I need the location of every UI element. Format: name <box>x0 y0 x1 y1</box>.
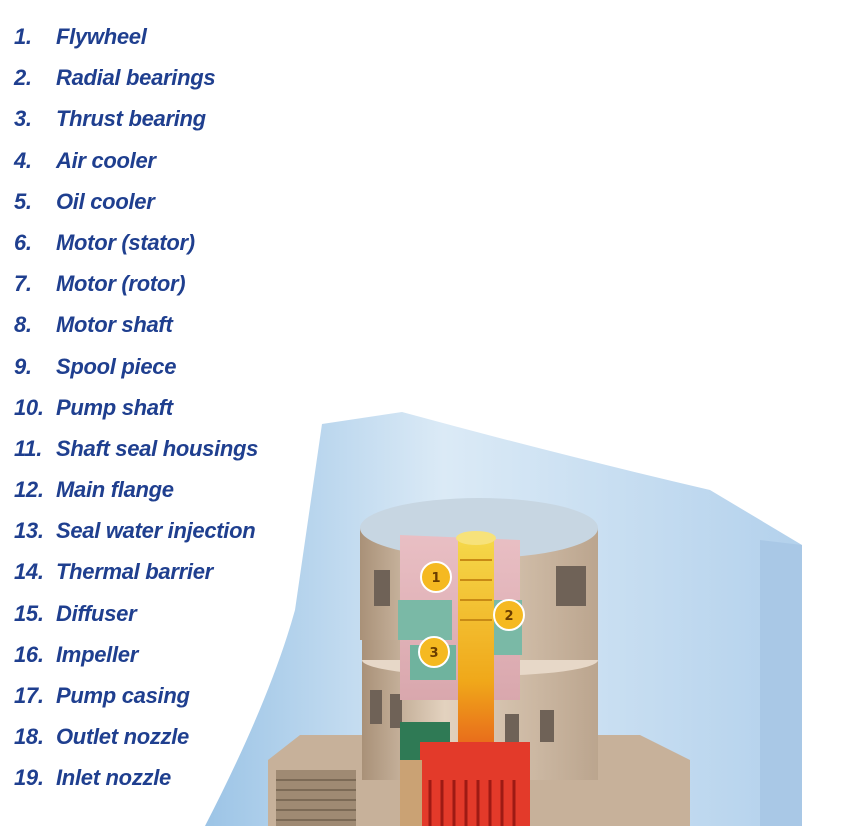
svg-text:2: 2 <box>504 609 513 624</box>
legend-item: 11. Shaft seal housings <box>14 428 258 469</box>
legend-number: 8. <box>14 312 32 338</box>
legend-label: Diffuser <box>56 600 137 626</box>
base-grille-lines <box>276 779 356 821</box>
legend-item: 15. Diffuser <box>14 593 258 634</box>
callout-3: 3 <box>418 636 450 668</box>
legend-item: 6. Motor (stator) <box>14 222 258 263</box>
legend-number: 9. <box>14 353 32 379</box>
legend-label: Seal water injection <box>56 518 256 544</box>
legend-item: 12. Main flange <box>14 469 258 510</box>
top-housing-vents <box>374 566 586 606</box>
legend-item: 5. Oil cooler <box>14 181 258 222</box>
legend-item: 19. Inlet nozzle <box>14 757 258 798</box>
legend-label: Flywheel <box>56 24 147 49</box>
legend-number: 6. <box>14 229 32 255</box>
legend-number: 5. <box>14 188 32 214</box>
legend-item: 14. Thermal barrier <box>14 551 258 592</box>
legend-number: 4. <box>14 147 32 173</box>
legend-item: 17. Pump casing <box>14 675 258 716</box>
legend-label: Thermal barrier <box>56 559 213 585</box>
housing-vents <box>370 690 554 746</box>
legend-item: 3. Thrust bearing <box>14 98 258 139</box>
legend-item: 13. Seal water injection <box>14 510 258 551</box>
legend-number: 19. <box>14 765 44 791</box>
legend-number: 16. <box>14 641 44 667</box>
legend-label: Pump casing <box>56 683 190 708</box>
legend-number: 10. <box>14 394 44 420</box>
legend-number: 14. <box>14 559 44 585</box>
legend-item: 9. Spool piece <box>14 346 258 387</box>
svg-text:1: 1 <box>431 571 440 586</box>
legend-number: 17. <box>14 683 44 708</box>
legend-item: 8. Motor shaft <box>14 304 258 345</box>
callout-2: 2 <box>493 599 525 631</box>
background-panel-edge <box>760 540 802 826</box>
legend-number: 2. <box>14 65 32 91</box>
legend-item: 16. Impeller <box>14 634 258 675</box>
legend-number: 3. <box>14 106 32 132</box>
shaft-rings <box>460 559 492 621</box>
legend-label: Inlet nozzle <box>56 765 171 791</box>
teal-bearing-left <box>398 600 452 640</box>
casing-left <box>400 760 422 826</box>
legend-number: 1. <box>14 24 32 49</box>
legend-label: Motor (stator) <box>56 229 195 255</box>
legend-item: 18. Outlet nozzle <box>14 716 258 757</box>
legend-number: 7. <box>14 271 32 297</box>
legend-item: 4. Air cooler <box>14 140 258 181</box>
legend-label: Air cooler <box>56 147 156 173</box>
legend-number: 18. <box>14 724 44 750</box>
legend-label: Outlet nozzle <box>56 724 189 750</box>
legend-label: Pump shaft <box>56 394 173 420</box>
component-legend: 1. Flywheel 2. Radial bearings 3. Thrust be… <box>14 16 258 799</box>
legend-label: Spool piece <box>56 353 177 379</box>
legend-label: Radial bearings <box>56 65 216 91</box>
hot-core <box>420 742 530 826</box>
legend-number: 15. <box>14 600 44 626</box>
svg-text:3: 3 <box>429 646 438 661</box>
legend-label: Oil cooler <box>56 188 155 214</box>
legend-number: 13. <box>14 518 44 544</box>
impeller-blades <box>428 780 516 826</box>
callout-1: 1 <box>420 561 452 593</box>
legend-item: 2. Radial bearings <box>14 57 258 98</box>
legend-number: 11. <box>14 435 43 461</box>
legend-label: Shaft seal housings <box>56 435 259 461</box>
legend-label: Motor shaft <box>56 312 173 338</box>
legend-label: Thrust bearing <box>56 106 206 132</box>
legend-item: 1. Flywheel <box>14 16 258 57</box>
legend-label: Motor (rotor) <box>56 271 186 297</box>
legend-item: 7. Motor (rotor) <box>14 263 258 304</box>
legend-label: Main flange <box>56 477 174 503</box>
legend-label: Impeller <box>56 641 138 667</box>
legend-number: 12. <box>14 477 44 503</box>
shaft-top <box>456 531 496 545</box>
base-grille <box>276 770 356 826</box>
legend-item: 10. Pump shaft <box>14 387 258 428</box>
